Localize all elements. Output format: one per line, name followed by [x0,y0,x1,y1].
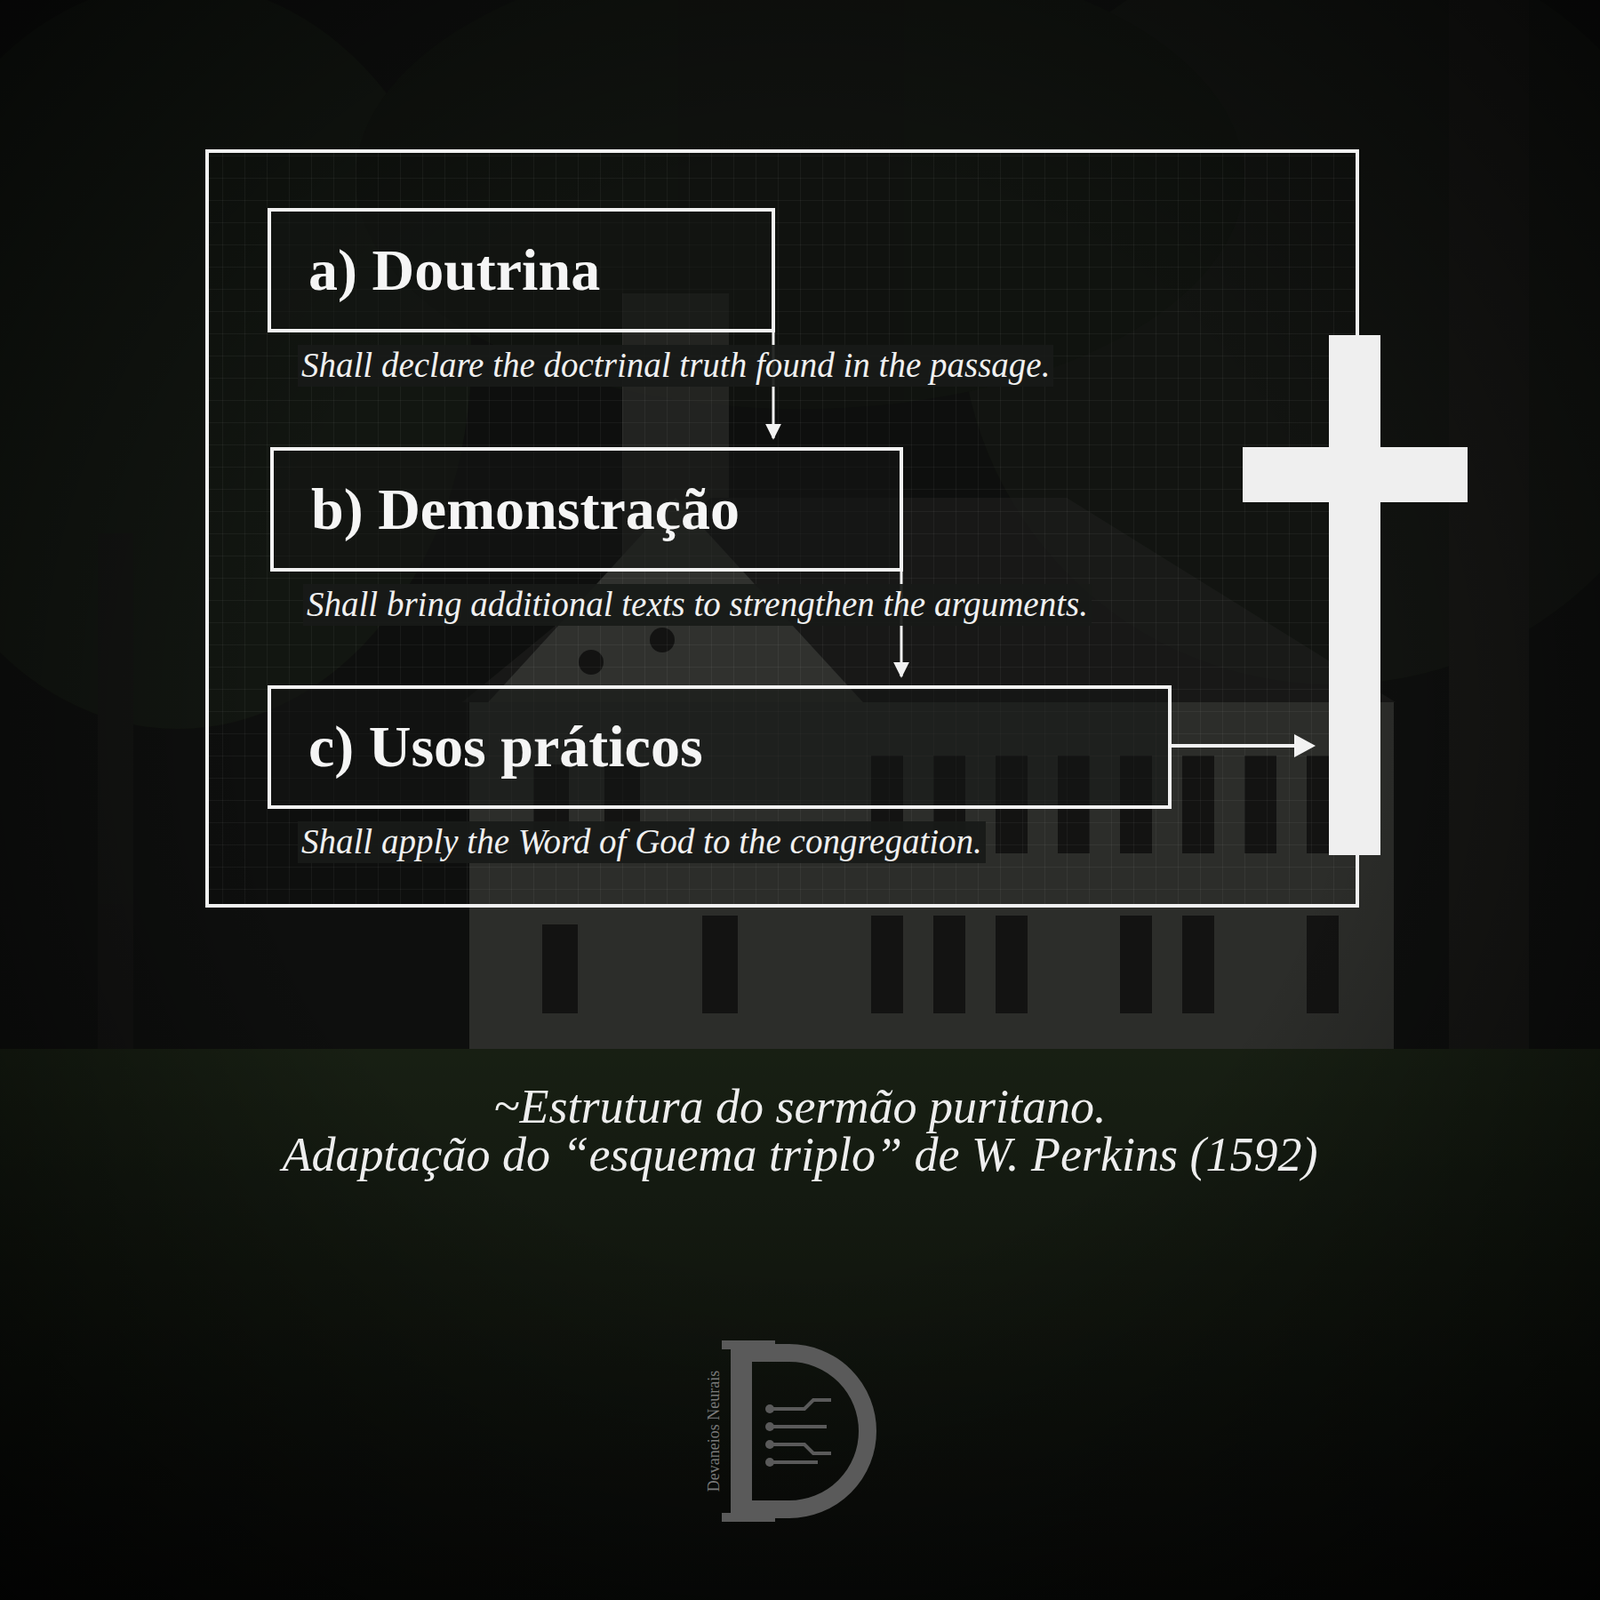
step-description: Shall apply the Word of God to the congr… [297,821,986,864]
step-heading: b) Demonstração [311,477,740,543]
logo-mark [721,1340,868,1522]
step-description: Shall bring additional texts to strength… [303,584,1092,626]
sermon-step: a) DoutrinaShall declare the doctrinal t… [267,208,1054,387]
step-description: Shall declare the doctrinal truth found … [297,344,1054,387]
outer-frame [207,151,1358,906]
arrow-to-cross [1171,744,1298,748]
watermark: Devaneios Neurais [704,1370,724,1492]
sermon-step: b) DemonstraçãoShall bring additional te… [270,447,1092,626]
description-row: Shall declare the doctrinal truth found … [297,344,1054,387]
step-heading: c) Usos práticos [308,714,704,780]
caption-line: Adaptação do “esquema triplo” de W. Perk… [0,1126,1600,1184]
step-box: a) Doutrina [267,208,776,333]
caption: ~Estrutura do sermão puritano. [0,1078,1600,1136]
description-row: Shall apply the Word of God to the congr… [297,821,1172,864]
description-row: Shall bring additional texts to strength… [303,584,1092,626]
step-box: b) Demonstração [270,447,904,572]
sermon-step: c) Usos práticosShall apply the Word of … [267,685,1172,864]
step-box: c) Usos práticos [267,685,1172,809]
arrow-head [1294,734,1316,758]
cross-symbol [1242,335,1468,856]
step-heading: a) Doutrina [308,238,600,304]
